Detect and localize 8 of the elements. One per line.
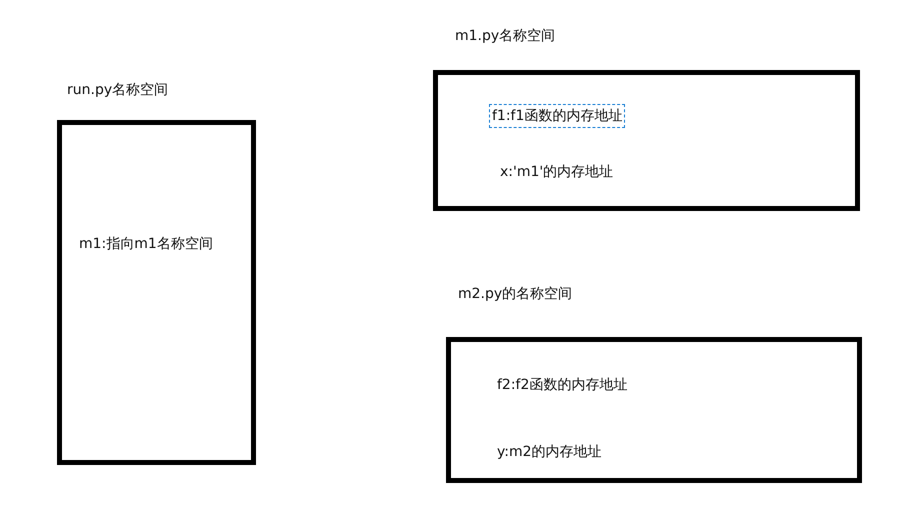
name-binding: y:m2的内存地址 [497, 443, 602, 461]
namespace-title: m1.py名称空间 [455, 27, 556, 45]
namespace-title: m2.py的名称空间 [458, 285, 572, 303]
name-binding: x:'m1'的内存地址 [500, 163, 614, 181]
namespace-title: run.py名称空间 [67, 81, 168, 99]
name-binding: f2:f2函数的内存地址 [497, 376, 628, 394]
name-binding: m1:指向m1名称空间 [79, 235, 213, 253]
name-binding: f1:f1函数的内存地址 [492, 107, 622, 125]
